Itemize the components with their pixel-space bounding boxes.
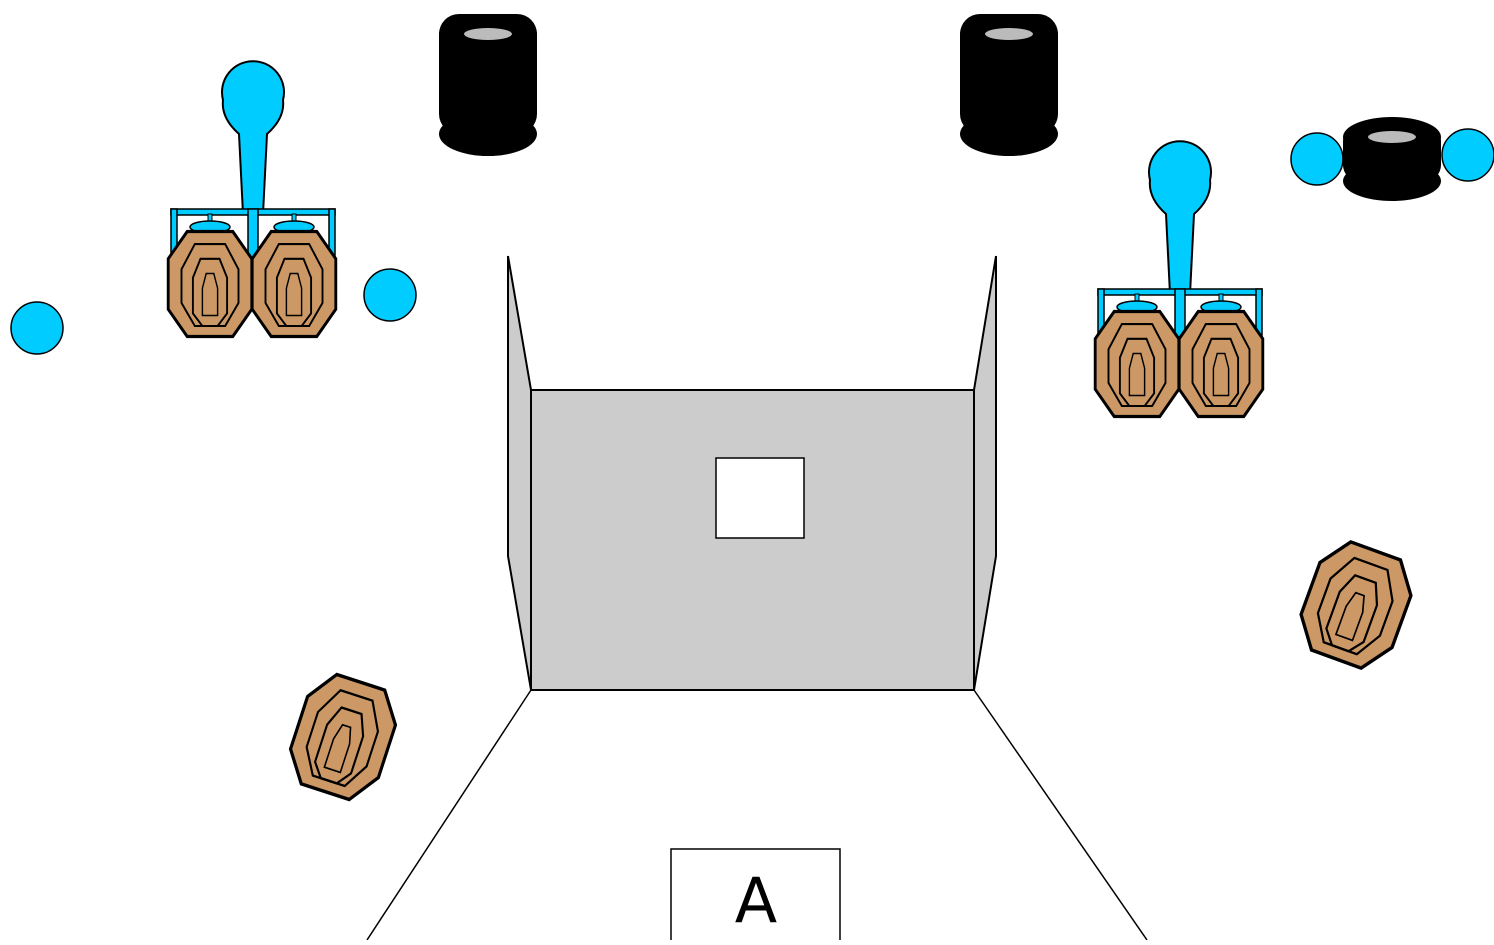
window-port <box>715 457 805 539</box>
fault-line-left <box>366 689 532 941</box>
start-box-label: A <box>735 864 777 937</box>
steel-target <box>279 666 407 808</box>
barrel-stack <box>960 14 1058 156</box>
no-shoot <box>10 301 64 355</box>
start-box: A <box>670 848 841 945</box>
hanging-target-pair <box>168 61 336 336</box>
steel-target <box>1289 532 1423 678</box>
no-shoot <box>363 268 417 322</box>
barrel-stack <box>439 14 537 156</box>
wall-with-window <box>507 255 997 691</box>
barrel-with-no-shoots <box>1290 117 1494 201</box>
hanging-target-pair <box>1095 141 1263 416</box>
fault-line-right <box>973 689 1148 941</box>
